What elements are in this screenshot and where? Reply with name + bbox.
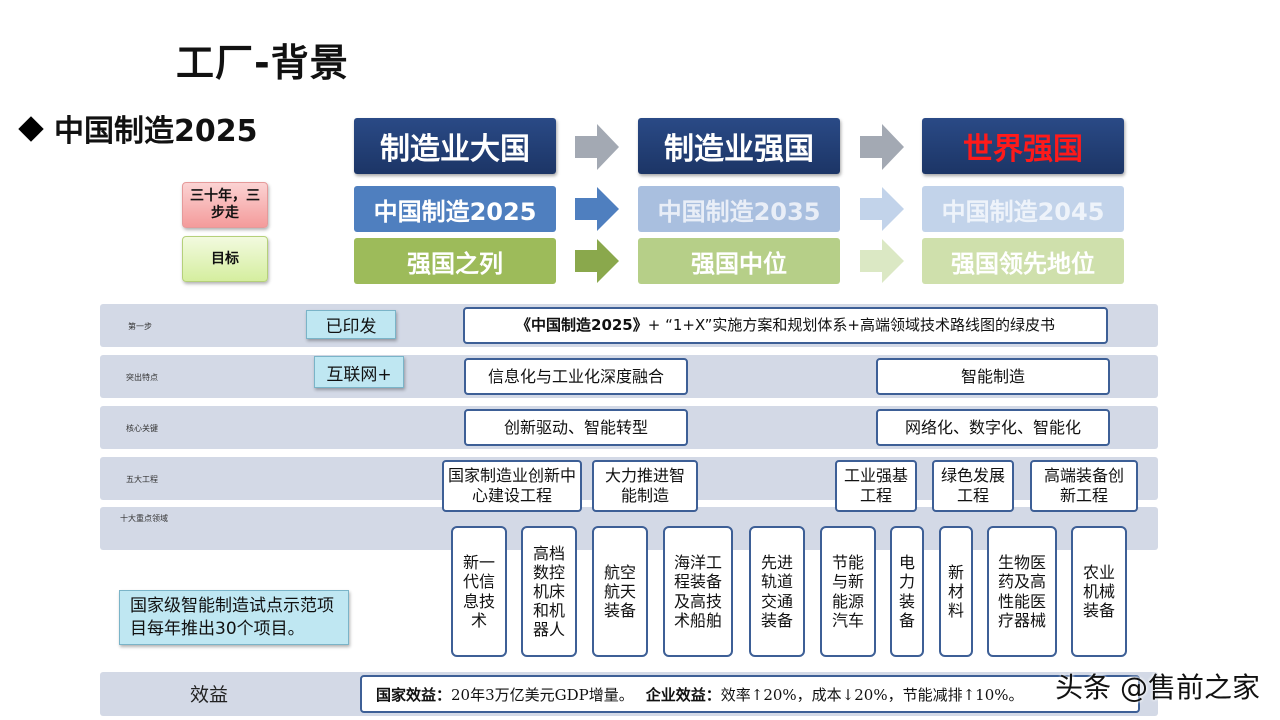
national-benefit-text: 20年3万亿美元GDP增量。 — [451, 685, 634, 704]
arrow-right-icon — [860, 124, 904, 170]
step-mid-3: 中国制造2045 — [922, 186, 1124, 232]
step-low-3: 强国领先地位 — [922, 238, 1124, 284]
arrow-right-icon — [860, 239, 904, 283]
project-box: 工业强基工程 — [835, 460, 917, 512]
arrow-right-icon — [575, 187, 619, 231]
row-label: 第一步 — [128, 322, 152, 331]
project-box: 高端装备创新工程 — [1030, 460, 1138, 512]
badge-issued: 已印发 — [306, 310, 396, 339]
benefit-box: 国家效益：20年3万亿美元GDP增量。 企业效益：效率↑20%，成本↓20%，节… — [360, 675, 1140, 713]
enterprise-benefit-label: 企业效益： — [645, 685, 721, 704]
pilot-note: 国家级智能制造试点示范项目每年推出30个项目。 — [119, 590, 349, 645]
plan-description: + “1+X”实施方案和规划体系+高端领域技术路线图的绿皮书 — [647, 316, 1055, 335]
step-top-2: 制造业强国 — [638, 118, 840, 174]
field-box: 节能与新能源汽车 — [820, 526, 876, 657]
row3-left: 创新驱动、智能转型 — [464, 409, 688, 446]
row2-right: 智能制造 — [876, 358, 1110, 395]
tag-three-steps: 三十年，三步走 — [182, 182, 268, 228]
diamond-bullet-icon — [18, 116, 44, 142]
step-mid-2: 中国制造2035 — [638, 186, 840, 232]
section-heading-text: 中国制造2025 — [54, 114, 258, 149]
step-top-3: 世界强国 — [922, 118, 1124, 174]
badge-internet-plus: 互联网+ — [314, 356, 404, 388]
page-title: 工厂-背景 — [176, 41, 349, 85]
row3-right: 网络化、数字化、智能化 — [876, 409, 1110, 446]
project-box: 国家制造业创新中心建设工程 — [442, 460, 582, 512]
step-top-1: 制造业大国 — [354, 118, 556, 174]
national-benefit-label: 国家效益： — [376, 685, 452, 704]
watermark: 头条 @售前之家 — [1055, 671, 1260, 704]
step-low-2: 强国中位 — [638, 238, 840, 284]
plan-title: 《中国制造2025》 — [516, 316, 648, 335]
tag-goal: 目标 — [182, 236, 268, 282]
benefit-label: 效益 — [190, 684, 229, 706]
arrow-right-icon — [860, 187, 904, 231]
field-box: 海洋工程装备及高技术船舶 — [663, 526, 733, 657]
field-box: 新材料 — [939, 526, 973, 657]
field-box: 生物医药及高性能医疗器械 — [987, 526, 1057, 657]
row-label: 突出特点 — [126, 373, 158, 382]
field-box: 先进轨道交通装备 — [749, 526, 805, 657]
field-box: 航空航天装备 — [592, 526, 648, 657]
arrow-right-icon — [575, 239, 619, 283]
row2-left: 信息化与工业化深度融合 — [464, 358, 688, 395]
arrow-right-icon — [575, 124, 619, 170]
row-label: 核心关键 — [126, 424, 158, 433]
project-box: 绿色发展工程 — [932, 460, 1014, 512]
step-low-1: 强国之列 — [354, 238, 556, 284]
enterprise-benefit-text: 效率↑20%，成本↓20%，节能减排↑10%。 — [720, 685, 1024, 704]
field-box: 农业机械装备 — [1071, 526, 1127, 657]
field-box: 高档数控机床和机器人 — [521, 526, 577, 657]
step-mid-1: 中国制造2025 — [354, 186, 556, 232]
field-box: 新一代信息技术 — [451, 526, 507, 657]
row-label: 十大重点领域 — [120, 514, 168, 523]
row-label: 五大工程 — [126, 475, 158, 484]
field-box: 电力装备 — [890, 526, 924, 657]
row1-content: 《中国制造2025》+ “1+X”实施方案和规划体系+高端领域技术路线图的绿皮书 — [463, 307, 1108, 344]
section-heading: 中国制造2025 — [18, 106, 258, 150]
project-box: 大力推进智能制造 — [592, 460, 698, 512]
